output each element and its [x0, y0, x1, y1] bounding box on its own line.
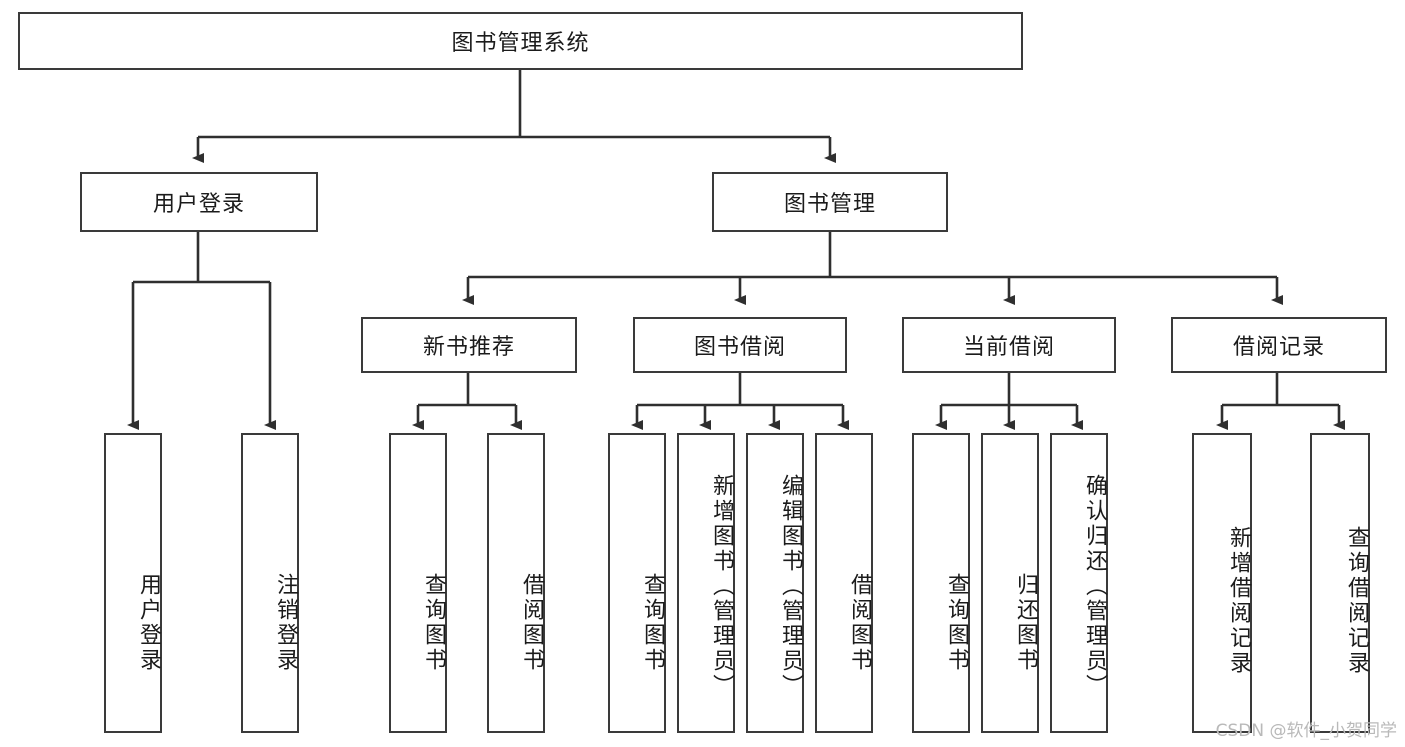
node-leaf-add-record[interactable]: 新增借阅记录: [1192, 433, 1252, 733]
node-label: 当前借阅: [962, 335, 1055, 360]
node-leaf-edit-book[interactable]: 编辑图书（管理员）: [746, 433, 804, 733]
node-label: 查询图书: [640, 573, 665, 673]
node-label: 图书管理系统: [451, 31, 590, 56]
node-label: 注销登录: [273, 573, 298, 673]
node-label: 用户登录: [152, 192, 245, 217]
node-user-login[interactable]: 用户登录: [80, 172, 318, 232]
node-leaf-borrow-book-2[interactable]: 借阅图书: [815, 433, 873, 733]
node-label: 查询借阅记录: [1344, 526, 1369, 676]
node-leaf-return-book[interactable]: 归还图书: [981, 433, 1039, 733]
node-label: 归还图书: [1013, 573, 1038, 673]
node-book-borrow[interactable]: 图书借阅: [633, 317, 847, 373]
node-root-book-management-system[interactable]: 图书管理系统: [18, 12, 1023, 70]
node-new-book-recommend[interactable]: 新书推荐: [361, 317, 577, 373]
node-label: 新增图书（管理员）: [709, 473, 734, 699]
node-leaf-borrow-book-1[interactable]: 借阅图书: [487, 433, 545, 733]
node-label: 借阅记录: [1232, 335, 1325, 360]
node-label: 新书推荐: [422, 335, 515, 360]
node-leaf-query-book-2[interactable]: 查询图书: [608, 433, 666, 733]
node-leaf-logout-login[interactable]: 注销登录: [241, 433, 299, 733]
node-label: 确认归还（管理员）: [1082, 473, 1107, 699]
node-label: 新增借阅记录: [1226, 526, 1251, 676]
node-current-borrow[interactable]: 当前借阅: [902, 317, 1116, 373]
node-leaf-query-book-3[interactable]: 查询图书: [912, 433, 970, 733]
node-leaf-query-record[interactable]: 查询借阅记录: [1310, 433, 1370, 733]
node-label: 查询图书: [421, 573, 446, 673]
node-label: 用户登录: [136, 573, 161, 673]
node-label: 图书管理: [783, 192, 876, 217]
node-leaf-query-book-1[interactable]: 查询图书: [389, 433, 447, 733]
node-label: 图书借阅: [693, 335, 786, 360]
node-leaf-confirm-return[interactable]: 确认归还（管理员）: [1050, 433, 1108, 733]
node-label: 借阅图书: [847, 573, 872, 673]
node-label: 查询图书: [944, 573, 969, 673]
node-leaf-add-book[interactable]: 新增图书（管理员）: [677, 433, 735, 733]
node-leaf-user-login[interactable]: 用户登录: [104, 433, 162, 733]
node-book-management[interactable]: 图书管理: [712, 172, 948, 232]
node-borrow-record[interactable]: 借阅记录: [1171, 317, 1387, 373]
watermark-text: CSDN @软件_小贺同学: [1215, 721, 1397, 741]
node-label: 借阅图书: [519, 573, 544, 673]
node-label: 编辑图书（管理员）: [778, 473, 803, 699]
